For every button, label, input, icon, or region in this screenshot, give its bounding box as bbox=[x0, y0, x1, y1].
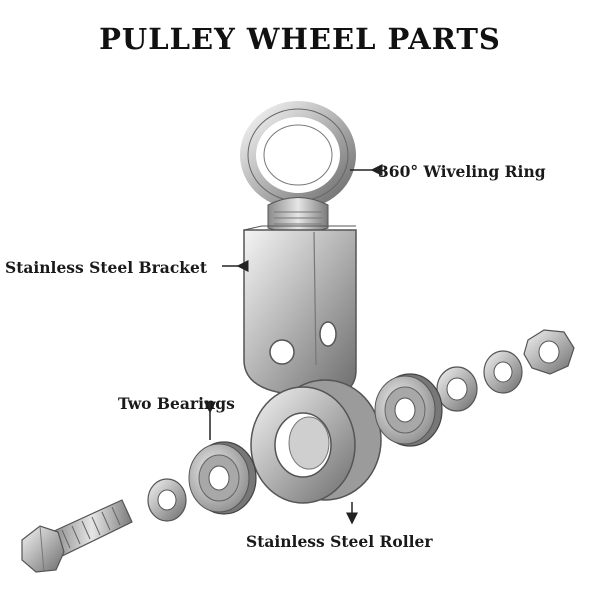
nut bbox=[523, 329, 575, 375]
roller bbox=[250, 379, 382, 504]
bearing-right bbox=[374, 373, 443, 447]
diagram-title: PULLEY WHEEL PARTS bbox=[99, 22, 501, 56]
swivel-ring bbox=[240, 101, 356, 234]
washer-right-3 bbox=[483, 350, 523, 394]
ring-label: 360° Wiveling Ring bbox=[378, 162, 546, 181]
bolt bbox=[21, 499, 133, 573]
bracket-label: Stainless Steel Bracket bbox=[5, 258, 208, 277]
bearings-label: Two Bearings bbox=[118, 394, 235, 413]
bearing-left bbox=[188, 441, 257, 515]
washer-right-2 bbox=[436, 366, 478, 412]
roller-label: Stainless Steel Roller bbox=[246, 532, 433, 551]
washer-left bbox=[147, 478, 187, 522]
bracket bbox=[243, 225, 357, 396]
